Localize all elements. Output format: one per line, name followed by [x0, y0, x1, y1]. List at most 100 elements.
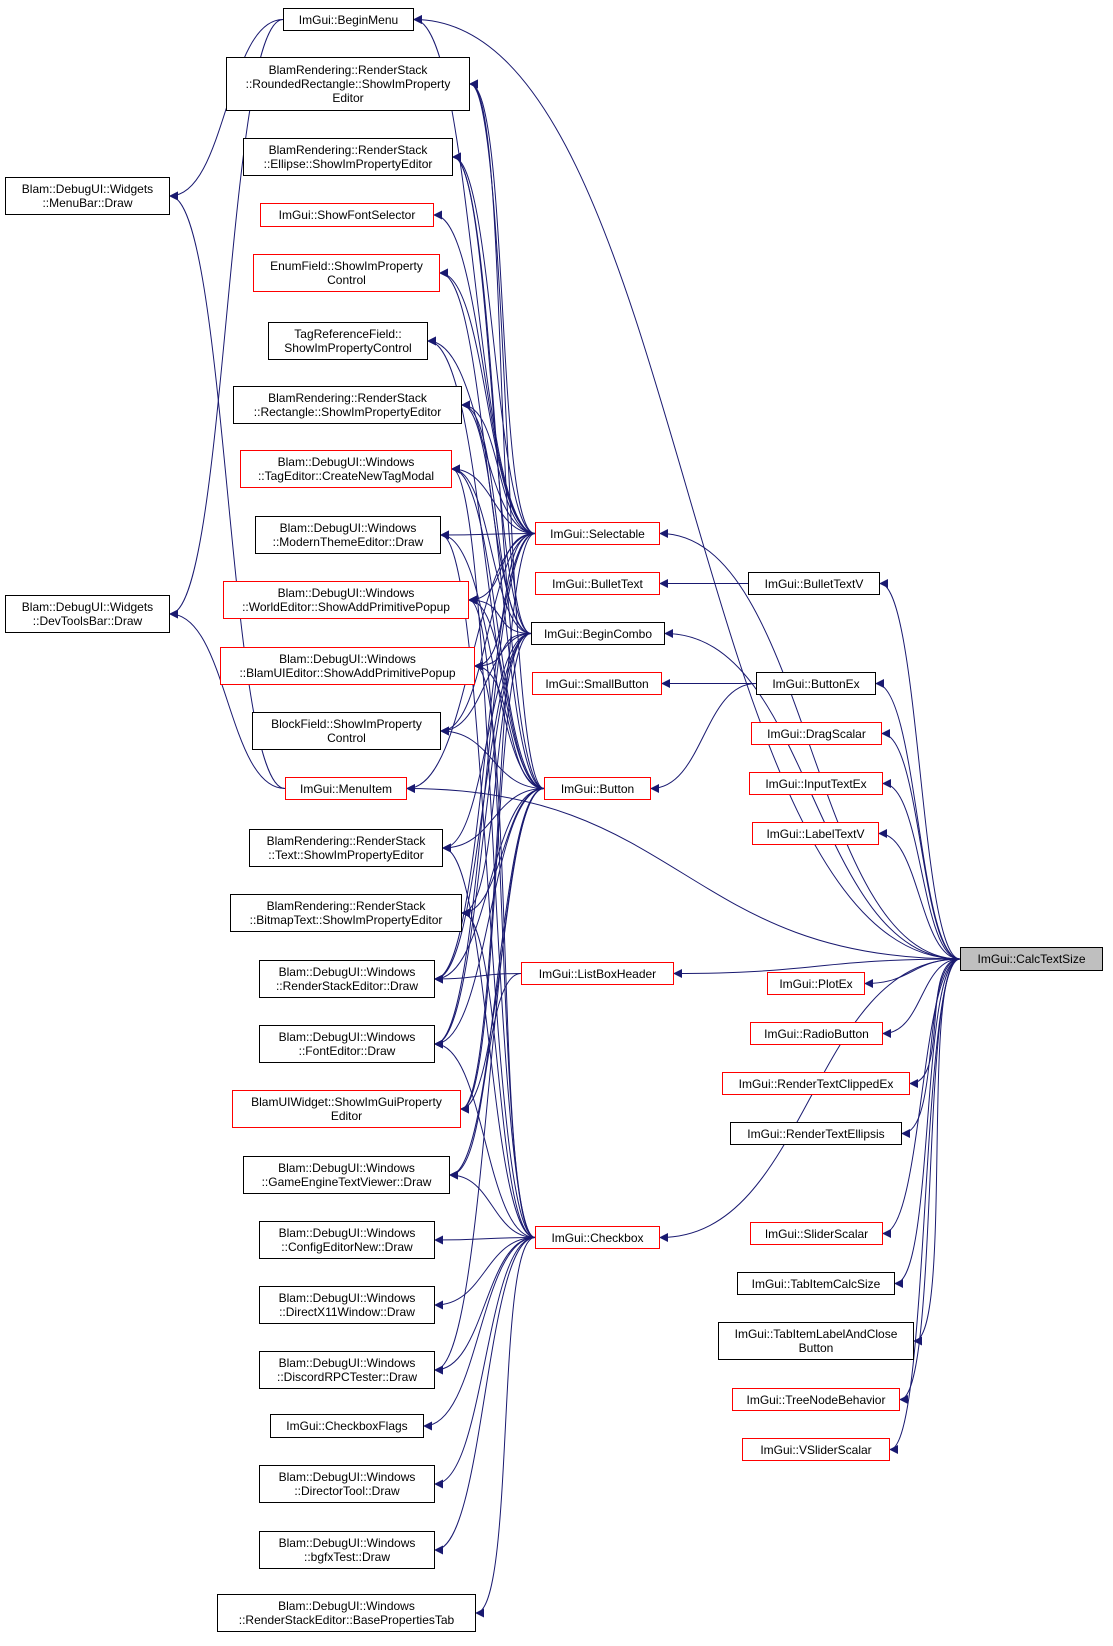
- edge-listbox-header-to-render-stack-editor: [434, 973, 522, 984]
- node-label: ImGui::InputTextEx: [765, 777, 866, 791]
- edge-button-ex-to-button: [650, 683, 757, 793]
- node-bullet-text-v[interactable]: ImGui::BulletTextV: [748, 572, 880, 595]
- node-label-line: ::FontEditor::Draw: [298, 1044, 396, 1058]
- node-discord-rpc[interactable]: Blam::DebugUI::Windows::DiscordRPCTester…: [259, 1351, 435, 1389]
- edge-selectable-to-show-font-selector: [433, 210, 536, 534]
- node-label-line: BlamRendering::RenderStack: [266, 834, 426, 848]
- node-label-line: ImGui::RadioButton: [764, 1026, 869, 1041]
- edge-checkbox-to-config-editor: [434, 1235, 536, 1245]
- node-bullet-text[interactable]: ImGui::BulletText: [535, 572, 660, 595]
- edge-calc-text-size-to-selectable: [659, 529, 961, 960]
- edge-menu-item-to-devtoolsbar: [169, 609, 286, 789]
- node-label-line: ::MenuBar::Draw: [42, 196, 133, 210]
- node-config-editor[interactable]: Blam::DebugUI::Windows::ConfigEditorNew:…: [259, 1221, 435, 1259]
- node-modern-theme[interactable]: Blam::DebugUI::Windows::ModernThemeEdito…: [255, 516, 441, 554]
- node-label: ImGui::VSliderScalar: [760, 1443, 871, 1457]
- node-listbox-header[interactable]: ImGui::ListBoxHeader: [521, 962, 674, 985]
- edge-calc-text-size-to-tab-item-calc: [894, 958, 961, 1288]
- node-label: BlamRendering::RenderStack::Rectangle::S…: [254, 391, 441, 419]
- node-font-editor[interactable]: Blam::DebugUI::Windows::FontEditor::Draw: [259, 1025, 435, 1063]
- node-slider-scalar[interactable]: ImGui::SliderScalar: [750, 1222, 883, 1245]
- node-world-editor[interactable]: Blam::DebugUI::Windows::WorldEditor::Sho…: [223, 581, 469, 619]
- node-selectable[interactable]: ImGui::Selectable: [535, 522, 660, 545]
- edge-begin-combo-to-rectangle: [461, 400, 532, 634]
- node-tab-item-calc[interactable]: ImGui::TabItemCalcSize: [737, 1272, 895, 1295]
- edge-checkbox-to-directx11: [434, 1237, 536, 1310]
- node-label-line: ::GameEngineTextViewer::Draw: [261, 1175, 432, 1189]
- edge-checkbox-to-text-editor: [442, 843, 536, 1238]
- edge-checkbox-to-modern-theme: [440, 530, 536, 1238]
- node-label-line: Blam::DebugUI::Windows: [277, 586, 415, 600]
- edge-begin-combo-to-ellipse: [452, 152, 532, 634]
- node-button-ex[interactable]: ImGui::ButtonEx: [756, 672, 876, 695]
- node-label: BlamRendering::RenderStack::Text::ShowIm…: [267, 834, 426, 862]
- node-create-tag-modal[interactable]: Blam::DebugUI::Windows::TagEditor::Creat…: [240, 450, 452, 488]
- node-checkbox[interactable]: ImGui::Checkbox: [535, 1226, 660, 1249]
- node-menu-item[interactable]: ImGui::MenuItem: [285, 777, 407, 800]
- edge-selectable-to-modern-theme: [440, 530, 536, 540]
- node-vslider-scalar[interactable]: ImGui::VSliderScalar: [742, 1438, 890, 1461]
- node-begin-combo[interactable]: ImGui::BeginCombo: [531, 622, 665, 645]
- node-label: Blam::DebugUI::Widgets::MenuBar::Draw: [22, 182, 153, 210]
- node-tree-node-behavior[interactable]: ImGui::TreeNodeBehavior: [732, 1388, 900, 1411]
- node-director-tool[interactable]: Blam::DebugUI::Windows::DirectorTool::Dr…: [259, 1465, 435, 1503]
- node-label: ImGui::DragScalar: [767, 727, 866, 741]
- node-tag-ref-field[interactable]: TagReferenceField::ShowImPropertyControl: [268, 322, 428, 360]
- edge-listbox-header-to-game-engine-text: [449, 973, 522, 1180]
- node-begin-menu[interactable]: ImGui::BeginMenu: [283, 8, 414, 31]
- edge-calc-text-size-to-begin-combo: [664, 629, 961, 960]
- node-label-line: ImGui::RenderTextEllipsis: [747, 1126, 885, 1141]
- node-render-text-clipped[interactable]: ImGui::RenderTextClippedEx: [722, 1072, 910, 1095]
- node-label-line: ImGui::BulletText: [552, 576, 643, 591]
- node-devtoolsbar[interactable]: Blam::DebugUI::Widgets::DevToolsBar::Dra…: [5, 595, 170, 633]
- node-plot-ex[interactable]: ImGui::PlotEx: [767, 972, 865, 995]
- node-text-editor[interactable]: BlamRendering::RenderStack::Text::ShowIm…: [249, 829, 443, 867]
- node-menubar[interactable]: Blam::DebugUI::Widgets::MenuBar::Draw: [5, 177, 170, 215]
- node-input-text-ex[interactable]: ImGui::InputTextEx: [749, 772, 883, 795]
- node-base-props-tab[interactable]: Blam::DebugUI::Windows::RenderStackEdito…: [217, 1594, 476, 1632]
- node-label: ImGui::MenuItem: [300, 782, 392, 796]
- node-small-button[interactable]: ImGui::SmallButton: [532, 672, 662, 695]
- node-blamui-editor[interactable]: Blam::DebugUI::Windows::BlamUIEditor::Sh…: [220, 647, 475, 685]
- node-show-font-selector[interactable]: ImGui::ShowFontSelector: [260, 203, 434, 227]
- edge-button-to-ellipse: [452, 152, 545, 789]
- node-label-line: ::Text::ShowImPropertyEditor: [268, 848, 424, 862]
- node-label-line: ::BitmapText::ShowImPropertyEditor: [249, 913, 443, 927]
- edge-calc-text-size-to-vslider-scalar: [889, 958, 961, 1454]
- node-label-line: ImGui::BeginMenu: [298, 12, 399, 27]
- node-label: BlamRendering::RenderStack::RoundedRecta…: [246, 63, 451, 105]
- node-directx11[interactable]: Blam::DebugUI::Windows::DirectX11Window:…: [259, 1286, 435, 1324]
- node-label: Blam::DebugUI::Windows::DiscordRPCTester…: [277, 1356, 417, 1384]
- node-game-engine-text[interactable]: Blam::DebugUI::Windows::GameEngineTextVi…: [243, 1156, 450, 1194]
- node-label-line: ::WorldEditor::ShowAddPrimitivePopup: [242, 600, 450, 614]
- node-label-line: Editor: [330, 1109, 363, 1123]
- node-label-line: ::RenderStackEditor::Draw: [275, 979, 419, 993]
- node-bgfx-test[interactable]: Blam::DebugUI::Windows::bgfxTest::Draw: [259, 1531, 435, 1569]
- node-render-stack-editor[interactable]: Blam::DebugUI::Windows::RenderStackEdito…: [259, 960, 435, 998]
- node-drag-scalar[interactable]: ImGui::DragScalar: [751, 722, 882, 745]
- edge-calc-text-size-to-button-ex: [875, 679, 961, 960]
- node-label: Blam::DebugUI::Windows::BlamUIEditor::Sh…: [239, 652, 455, 680]
- node-rounded-rect[interactable]: BlamRendering::RenderStack::RoundedRecta…: [226, 57, 470, 111]
- node-render-text-ellipsis[interactable]: ImGui::RenderTextEllipsis: [730, 1122, 902, 1145]
- edge-checkbox-to-checkbox-flags: [423, 1237, 536, 1431]
- node-checkbox-flags[interactable]: ImGui::CheckboxFlags: [270, 1414, 424, 1438]
- node-button[interactable]: ImGui::Button: [544, 777, 651, 800]
- node-label: ImGui::ButtonEx: [772, 677, 859, 691]
- node-label-line: ImGui::SmallButton: [545, 676, 649, 691]
- node-calc-text-size[interactable]: ImGui::CalcTextSize: [960, 947, 1103, 971]
- node-radio-button[interactable]: ImGui::RadioButton: [750, 1022, 883, 1045]
- node-label-line: BlamUIWidget::ShowImGuiProperty: [251, 1095, 442, 1109]
- node-bitmap-text[interactable]: BlamRendering::RenderStack::BitmapText::…: [230, 894, 462, 932]
- node-label-text-v[interactable]: ImGui::LabelTextV: [752, 822, 879, 845]
- node-label-line: ::ModernThemeEditor::Draw: [272, 535, 424, 549]
- node-rectangle[interactable]: BlamRendering::RenderStack::Rectangle::S…: [233, 386, 462, 424]
- edge-calc-text-size-to-render-text-clipped: [909, 958, 961, 1088]
- node-ellipse[interactable]: BlamRendering::RenderStack::Ellipse::Sho…: [243, 138, 453, 176]
